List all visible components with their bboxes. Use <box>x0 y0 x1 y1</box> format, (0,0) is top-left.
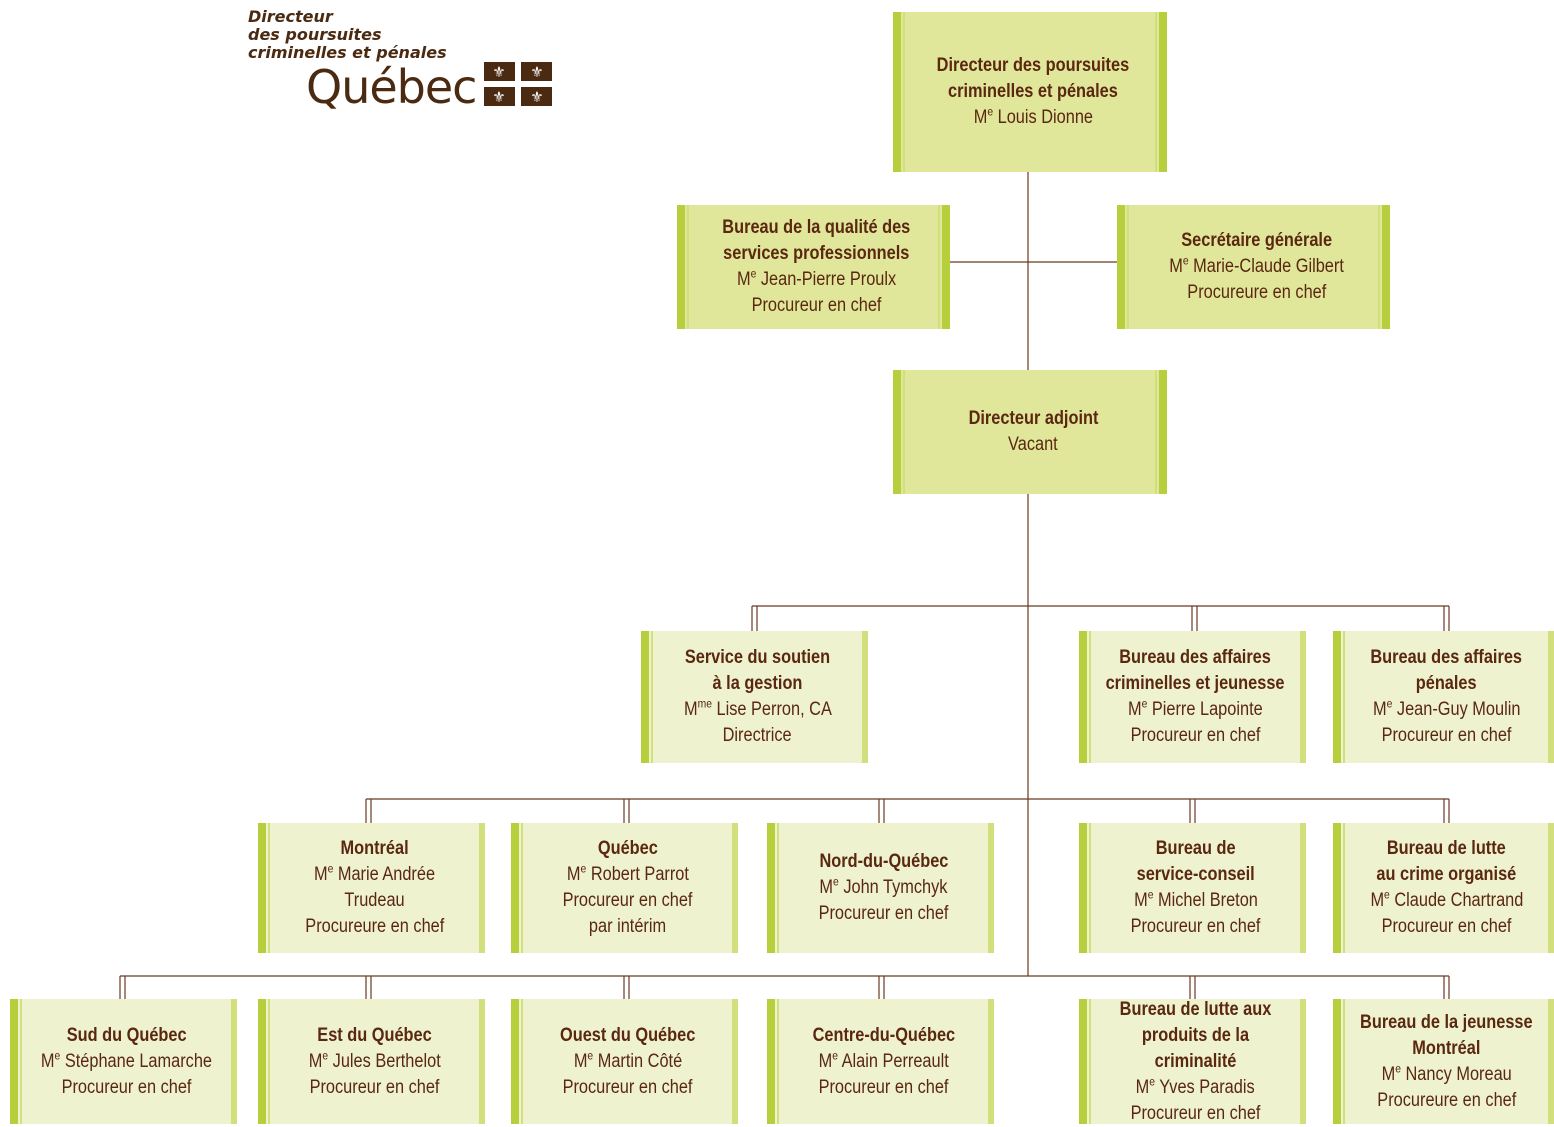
box-role: Procureure en chef <box>1187 282 1326 303</box>
box-person: Me Alain Perreault <box>818 1048 949 1072</box>
box-person: Me Claude Chartrand <box>1370 887 1523 911</box>
box-montreal: Montréal Me Marie Andrée Trudeau Procure… <box>258 823 485 953</box>
svg-text:⚜: ⚜ <box>530 88 543 106</box>
box-person: Me John Tymchyk <box>819 874 948 898</box>
box-person: Me Robert Parrot <box>566 861 689 885</box>
box-title: Sud du Québec <box>66 1024 187 1046</box>
box-title: Service du soutien à la gestion <box>684 647 831 694</box>
box-affaires-criminelles: Bureau des affaires criminelles et jeune… <box>1079 631 1306 763</box>
box-adjoint: Directeur adjoint Vacant <box>893 370 1167 494</box>
box-jeunesse-montreal: Bureau de la jeunesse Montréal Me Nancy … <box>1333 999 1554 1124</box>
box-nord-du-quebec: Nord-du-Québec Me John Tymchyk Procureur… <box>767 823 994 953</box>
fleur-de-lis-flag-icon: ⚜ ⚜ ⚜ ⚜ <box>484 62 552 106</box>
logo-line-1: Directeur <box>248 7 333 26</box>
box-person: Me Marie Andrée Trudeau <box>313 861 436 911</box>
box-title: Est du Québec <box>317 1024 432 1046</box>
box-person: Me Nancy Moreau <box>1381 1061 1512 1085</box>
box-title: Québec <box>597 838 658 859</box>
box-sud-du-quebec: Sud du Québec Me Stéphane Lamarche Procu… <box>10 999 237 1124</box>
box-role: Procureur en chef <box>1130 725 1261 746</box>
box-role: Procureure en chef <box>305 916 444 937</box>
box-title: Nord-du-Québec <box>819 851 948 872</box>
box-title: Secrétaire générale <box>1181 230 1332 251</box>
box-person: Vacant <box>1008 434 1058 455</box>
box-role: Procureur en chef <box>1381 725 1512 746</box>
box-person: Mme Lise Perron, CA <box>683 696 832 720</box>
box-person: Me Martin Côté <box>573 1048 682 1072</box>
box-title: Montréal <box>340 838 409 859</box>
box-role: Procureur en chef <box>818 903 949 924</box>
box-person: Me Louis Dionne <box>973 104 1093 128</box>
logo-line-3: criminelles et pénales <box>248 43 447 62</box>
box-quebec: Québec Me Robert Parrot Procureur en che… <box>511 823 738 953</box>
box-centre-du-quebec: Centre-du-Québec Me Alain Perreault Proc… <box>767 999 994 1124</box>
box-title: Bureau des affaires pénales <box>1370 647 1523 694</box>
box-title: Bureau de la qualité des services profes… <box>722 217 911 264</box>
box-role: Procureur en chef <box>1130 1102 1261 1124</box>
box-role: Procureur en chef <box>562 1076 693 1098</box>
box-role: Procureur en chef <box>818 1076 949 1098</box>
box-person: Me Michel Breton <box>1133 887 1258 911</box>
box-secretaire: Secrétaire générale Me Marie-Claude Gilb… <box>1117 205 1390 329</box>
box-directeur: Directeur des poursuites criminelles et … <box>893 12 1167 172</box>
logo-wordmark: Québec <box>306 60 477 114</box>
dpcp-logo: Directeur des poursuites criminelles et … <box>240 6 560 118</box>
box-service-conseil: Bureau de service-conseil Me Michel Bret… <box>1079 823 1306 953</box>
box-title: Ouest du Québec <box>559 1024 696 1046</box>
box-produits-criminalite: Bureau de lutte aux produits de la crimi… <box>1079 999 1306 1124</box>
svg-text:⚜: ⚜ <box>530 63 543 81</box>
box-title: Bureau de la jeunesse Montréal <box>1360 1011 1533 1059</box>
box-role: Procureur en chef <box>1381 916 1512 937</box>
box-title: Bureau de service-conseil <box>1136 838 1255 885</box>
box-crime-organise: Bureau de lutte au crime organisé Me Cla… <box>1333 823 1554 953</box>
box-title: Bureau des affaires criminelles et jeune… <box>1106 647 1285 694</box>
box-est-du-quebec: Est du Québec Me Jules Berthelot Procure… <box>258 999 485 1124</box>
box-person: Me Jean-Pierre Proulx <box>736 266 897 290</box>
box-ouest-du-quebec: Ouest du Québec Me Martin Côté Procureur… <box>511 999 738 1124</box>
box-role: Procureur en chef <box>61 1076 192 1098</box>
box-person: Me Yves Paradis <box>1136 1074 1255 1098</box>
box-person: Me Marie-Claude Gilbert <box>1169 253 1344 277</box>
box-soutien: Service du soutien à la gestion Mme Lise… <box>641 631 868 763</box>
box-role: Procureur en chef <box>1130 916 1261 937</box>
box-person: Me Jean-Guy Moulin <box>1372 696 1521 720</box>
box-qualite: Bureau de la qualité des services profes… <box>677 205 950 329</box>
box-person: Me Stéphane Lamarche <box>40 1048 213 1072</box>
box-role: Procureur en chef par intérim <box>562 890 693 937</box>
svg-text:⚜: ⚜ <box>492 88 505 106</box>
logo-line-2: des poursuites <box>248 25 382 44</box>
box-role: Procureur en chef <box>751 295 882 316</box>
box-title: Bureau de lutte au crime organisé <box>1376 838 1517 885</box>
box-person: Me Pierre Lapointe <box>1128 696 1263 720</box>
box-role: Procureur en chef <box>309 1076 440 1098</box>
box-person: Me Jules Berthelot <box>308 1048 441 1072</box>
box-title: Bureau de lutte aux produits de la crimi… <box>1119 998 1272 1072</box>
box-title: Directeur adjoint <box>968 408 1098 429</box>
svg-text:⚜: ⚜ <box>492 63 505 81</box>
box-affaires-penales: Bureau des affaires pénales Me Jean-Guy … <box>1333 631 1554 763</box>
box-role: Procureure en chef <box>1377 1089 1516 1111</box>
box-title: Directeur des poursuites criminelles et … <box>936 55 1130 102</box>
box-title: Centre-du-Québec <box>812 1024 955 1046</box>
box-role: Directrice <box>722 725 792 746</box>
